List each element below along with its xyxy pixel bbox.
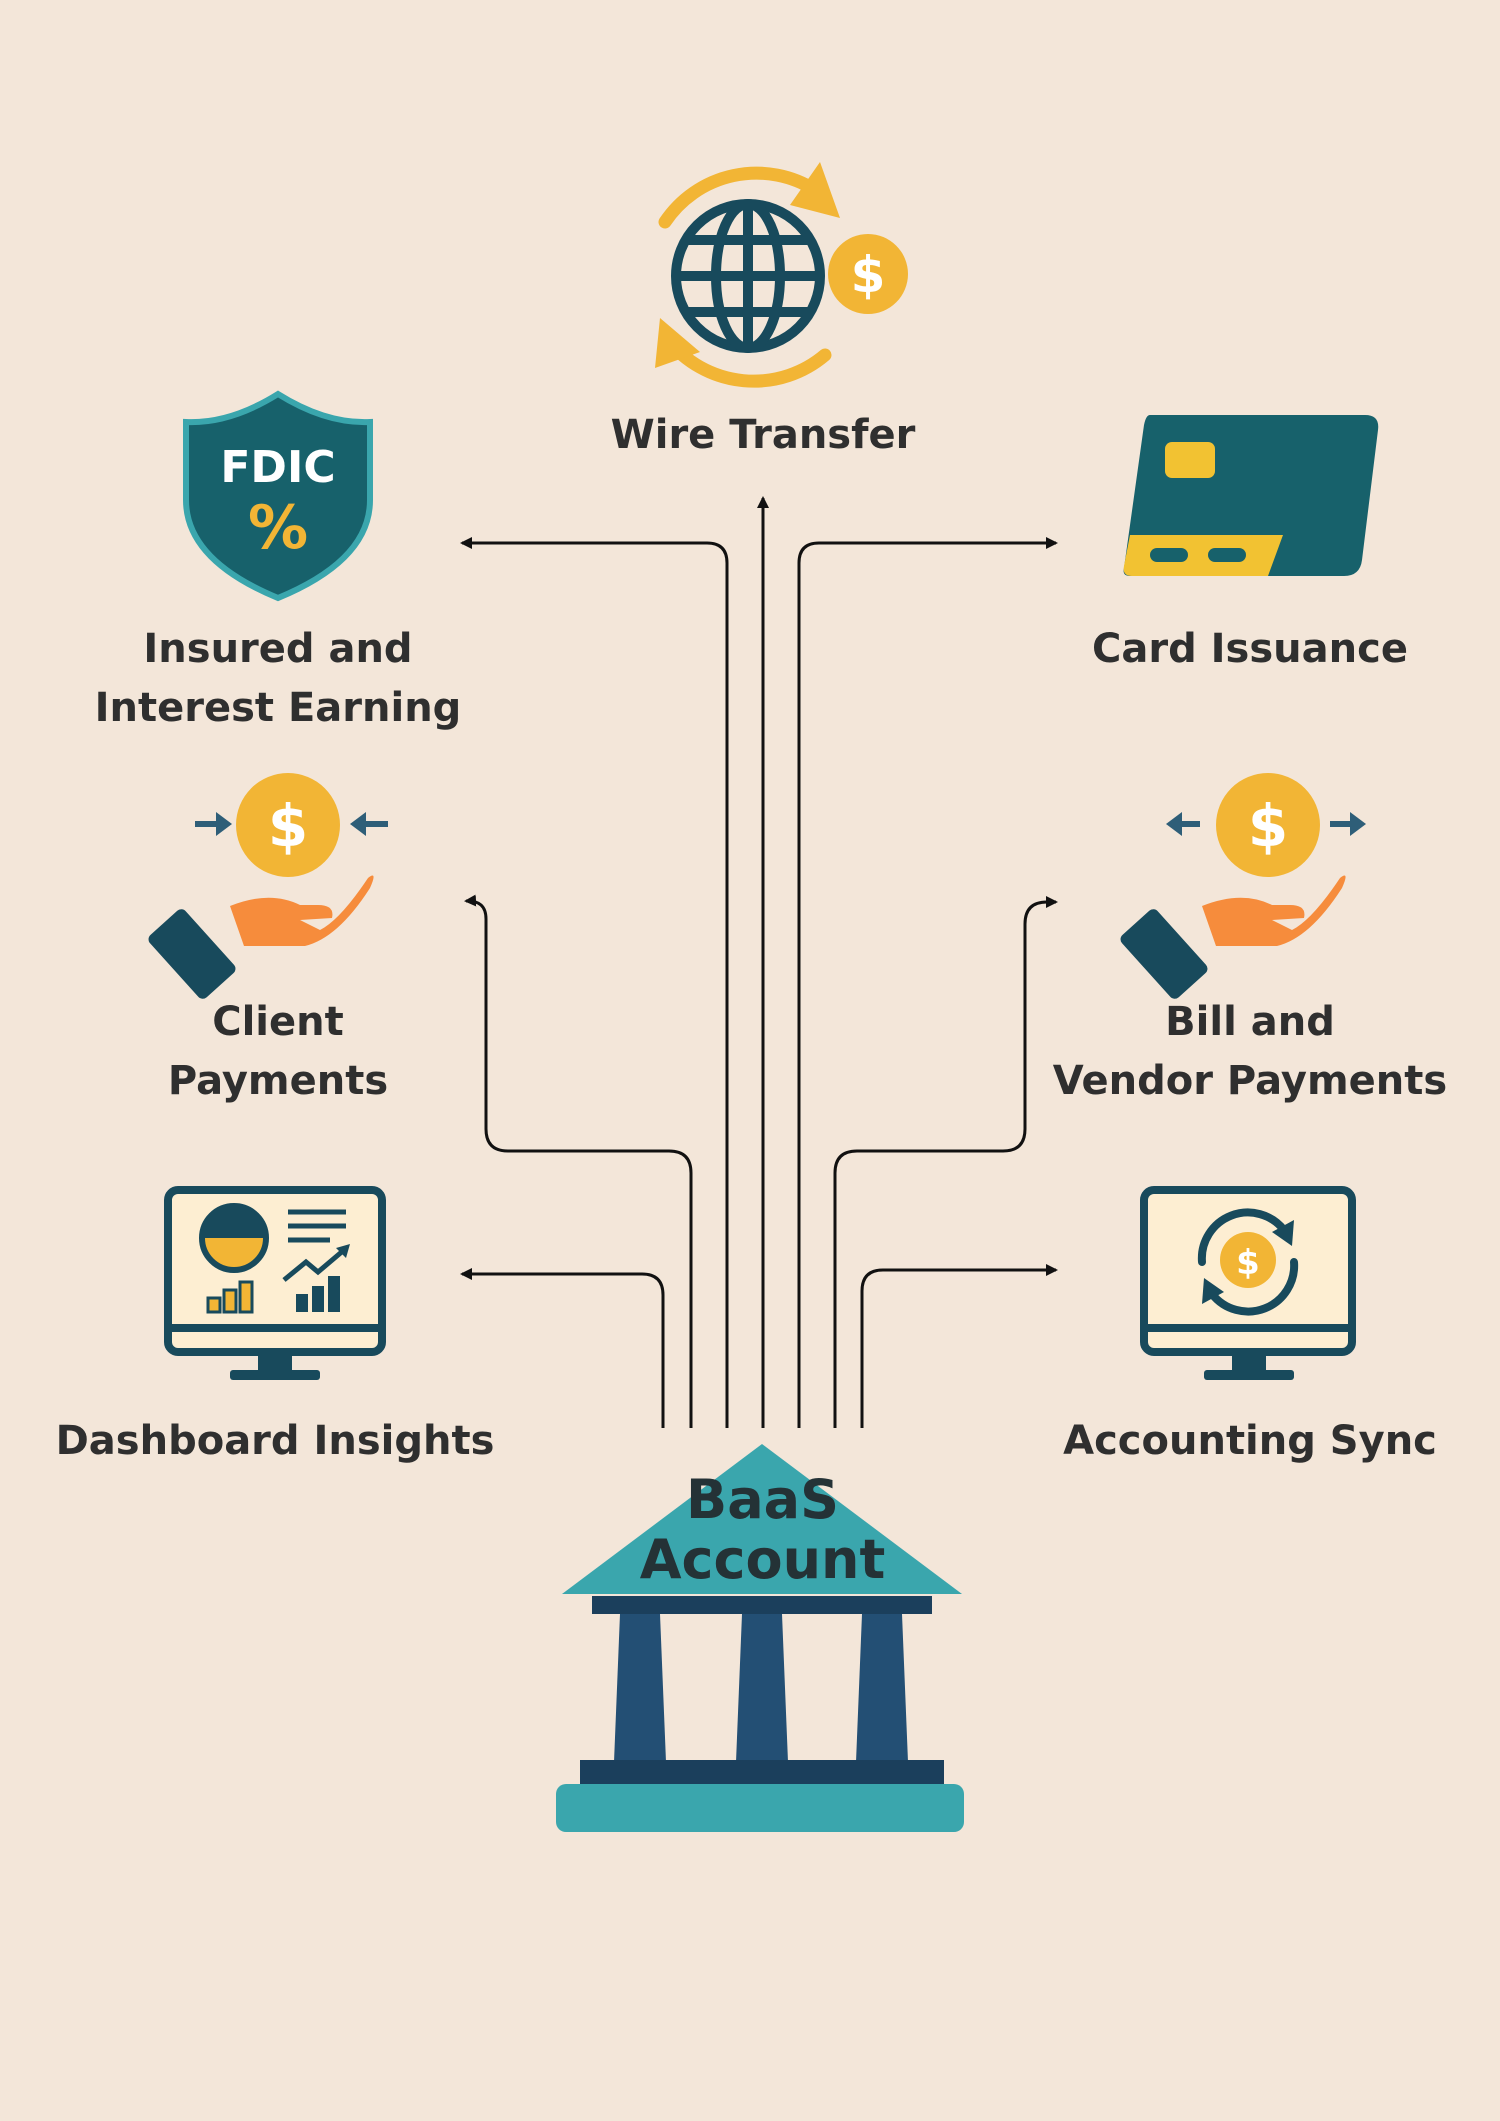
client-payments-label-line2: Payments [167, 1058, 389, 1104]
connector-client-payments [464, 894, 693, 1428]
connector-accounting [860, 1264, 1058, 1428]
dashboard-insights-label: Dashboard Insights [55, 1418, 495, 1464]
center-label-line1: BaaS [686, 1468, 839, 1531]
client-payments-label-line1: Client [212, 999, 344, 1045]
connector-dashboard [460, 1268, 665, 1428]
client-payments-label: Client Payments [78, 993, 478, 1111]
connector-card-issuance [797, 537, 1058, 1428]
wire-transfer-label: Wire Transfer [610, 412, 916, 458]
bill-payments-label-line2: Vendor Payments [1052, 1058, 1448, 1104]
card-issuance-label: Card Issuance [1092, 626, 1408, 672]
insured-label-line2: Interest Earning [94, 685, 462, 731]
insured-label-line1: Insured and [143, 626, 413, 672]
connector-insured [460, 537, 729, 1428]
center-label: BaaS Account [560, 1470, 965, 1590]
connector-bill-payments [833, 896, 1058, 1428]
center-label-line2: Account [639, 1528, 886, 1591]
bill-payments-label-line1: Bill and [1165, 999, 1335, 1045]
insured-label: Insured and Interest Earning [78, 620, 478, 738]
accounting-sync-label: Accounting Sync [1063, 1418, 1437, 1464]
bill-payments-label: Bill and Vendor Payments [1045, 993, 1455, 1111]
